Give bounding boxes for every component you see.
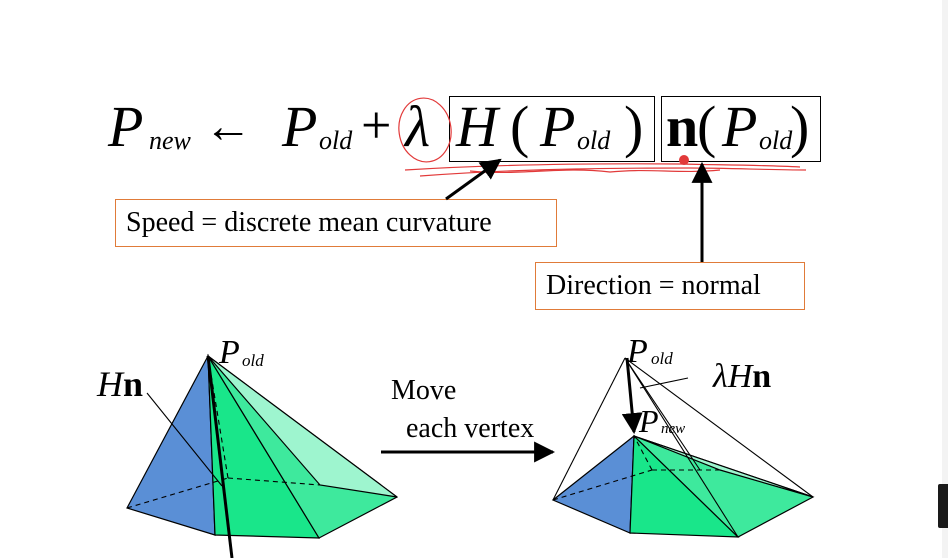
plus-sign: + bbox=[361, 95, 392, 155]
scrollbar-track[interactable] bbox=[942, 0, 948, 558]
right-p-new-sub: new bbox=[661, 421, 686, 437]
underline-stroke-1 bbox=[404, 163, 801, 171]
n-rparen: ) bbox=[790, 94, 810, 159]
speed-pointer bbox=[445, 158, 502, 201]
direction-callout: Direction = normal bbox=[535, 262, 805, 310]
lambda-circle bbox=[398, 97, 452, 163]
left-p-old-sub: old bbox=[242, 351, 264, 370]
n-lparen: ( bbox=[697, 94, 717, 159]
hn-label: Hn bbox=[97, 366, 143, 402]
red-annotation bbox=[398, 97, 807, 177]
h-lparen: ( bbox=[510, 94, 530, 159]
h-rparen: ) bbox=[624, 94, 644, 159]
right-hidden-edges bbox=[552, 435, 720, 501]
n-p-symbol: P bbox=[722, 94, 758, 159]
normal-term-box bbox=[661, 96, 821, 162]
right-p-old-label: P bbox=[627, 333, 648, 370]
n-p-subscript: old bbox=[759, 126, 793, 155]
p-old-subscript: old bbox=[319, 126, 353, 155]
p-new-subscript: new bbox=[149, 126, 191, 155]
p-old-symbol: P bbox=[282, 94, 318, 159]
speed-callout: Speed = discrete mean curvature bbox=[115, 199, 557, 247]
each-vertex-text: each vertex bbox=[406, 413, 535, 444]
p-new-symbol: P bbox=[108, 94, 144, 159]
red-dot bbox=[679, 155, 689, 165]
underline-stroke-3 bbox=[469, 169, 721, 174]
h-p-symbol: P bbox=[540, 94, 576, 159]
lambda-hn-leader bbox=[639, 377, 689, 389]
right-p-new-label: P bbox=[639, 403, 659, 439]
speed-callout-text: Speed = discrete mean curvature bbox=[126, 207, 492, 238]
hn-h-letter: H bbox=[97, 364, 123, 404]
left-face-light bbox=[207, 355, 398, 498]
right-p-old-sub: old bbox=[651, 349, 673, 368]
direction-callout-text: Direction = normal bbox=[546, 270, 761, 301]
right-face-light bbox=[633, 435, 814, 498]
hn-leader-line bbox=[146, 392, 223, 487]
scrollbar-thumb[interactable] bbox=[938, 484, 948, 528]
curvature-term-box bbox=[449, 96, 655, 162]
left-p-old-label: P bbox=[219, 334, 240, 371]
lambda-symbol: λ bbox=[405, 94, 431, 159]
lambda-hn-n: n bbox=[752, 358, 772, 395]
right-displacement-vector bbox=[621, 357, 643, 435]
h-p-subscript: old bbox=[577, 126, 611, 155]
left-pyramid bbox=[126, 353, 399, 558]
left-normal-vector bbox=[206, 355, 234, 558]
lambda-hn-h: H bbox=[727, 358, 753, 395]
assign-arrow: ← bbox=[204, 100, 252, 153]
lambda-hn-label: λHn bbox=[713, 360, 771, 394]
update-equation: P new ← P old + λ H ( P old ) n ( P old … bbox=[0, 0, 948, 200]
right-face-blue bbox=[551, 434, 635, 534]
n-symbol: n bbox=[666, 94, 699, 159]
h-symbol: H bbox=[456, 94, 498, 159]
move-text: Move bbox=[391, 375, 457, 406]
right-old-outline bbox=[552, 357, 814, 538]
hn-n-letter: n bbox=[123, 364, 144, 404]
lambda-hn-lambda: λ bbox=[713, 358, 728, 395]
right-pyramid bbox=[551, 357, 815, 538]
